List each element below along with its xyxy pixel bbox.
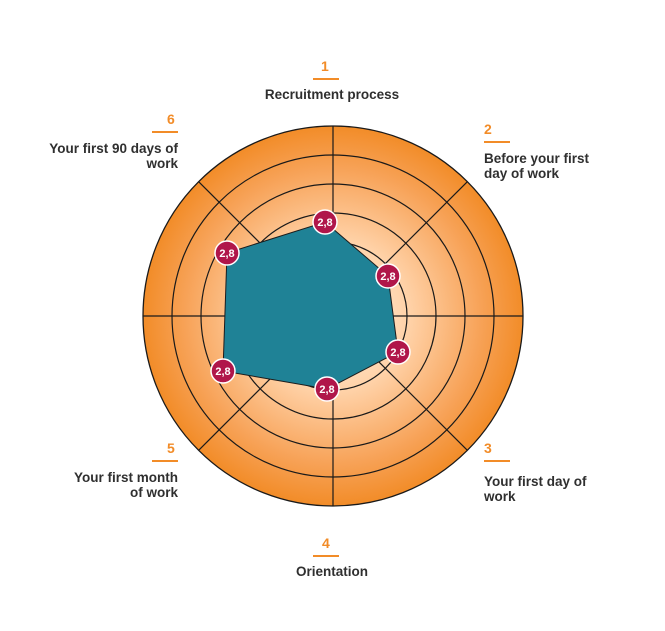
data-point-label: 2,8 (215, 366, 230, 378)
axis-label-4: Orientation (295, 564, 368, 579)
data-point-label: 2,8 (219, 248, 234, 260)
data-point-label: 2,8 (380, 271, 395, 283)
axis-label-5: Your first month of work (74, 470, 178, 500)
data-point-label: 2,8 (319, 384, 334, 396)
data-point-marker (210, 358, 236, 384)
data-point-marker (214, 240, 240, 266)
axis-number-1: 1 (321, 58, 329, 74)
data-point-marker (312, 209, 338, 235)
axis-label-2: Before your first day of work (484, 151, 590, 181)
axis-number-5: 5 (167, 440, 175, 456)
radar-markers: 2,8 2,8 2,8 2,8 2,8 2,8 (210, 209, 411, 402)
data-point-label: 2,8 (317, 217, 332, 229)
data-point-marker (375, 263, 401, 289)
axis-label-3: Your first day of work (484, 474, 587, 504)
axis-number-6: 6 (167, 111, 175, 127)
axis-underline-4 (313, 555, 339, 557)
axis-underline-1 (313, 78, 339, 80)
data-point-marker (314, 376, 340, 402)
data-point-label: 2,8 (390, 347, 405, 359)
axis-number-3: 3 (484, 440, 492, 456)
axis-label-6: Your first 90 days of work (49, 141, 178, 171)
axis-number-2: 2 (484, 121, 492, 137)
axis-underline-5 (152, 460, 178, 462)
axis-underline-3 (484, 460, 510, 462)
axis-number-4: 4 (322, 535, 330, 551)
axis-label-1: Recruitment process (264, 87, 400, 102)
axis-underline-6 (152, 131, 178, 133)
axis-underline-2 (484, 141, 510, 143)
data-point-marker (385, 339, 411, 365)
